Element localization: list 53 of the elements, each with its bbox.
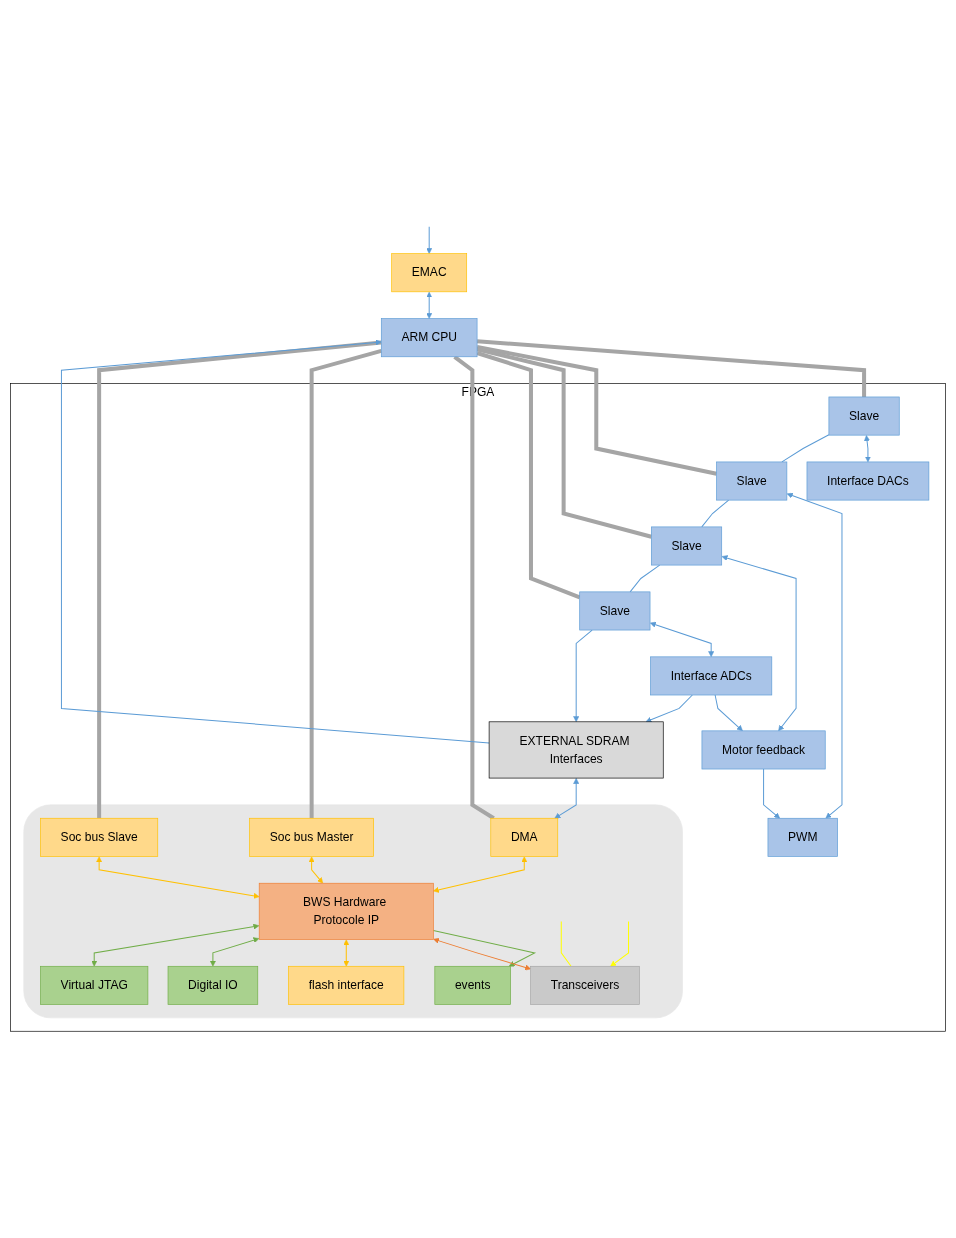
node-box: Motor feedback	[701, 730, 826, 770]
node-box: ARM CPU	[380, 318, 478, 358]
arrow	[650, 621, 715, 658]
node-box: Slave	[579, 591, 651, 631]
node-box: Slave	[828, 396, 900, 436]
node-box: Slave	[651, 526, 723, 566]
connector	[309, 349, 382, 819]
arrow	[433, 856, 528, 893]
cluster	[23, 804, 683, 1019]
arrow	[343, 939, 350, 967]
connector	[629, 564, 661, 593]
arrow	[573, 629, 593, 723]
node-box: BWS Hardware Protocole IP	[258, 882, 434, 940]
arrow	[432, 930, 536, 967]
connector	[560, 920, 572, 967]
node-box: Soc bus Slave	[40, 817, 159, 857]
node-box: Slave	[716, 461, 788, 501]
node-box: flash interface	[288, 965, 405, 1005]
arrow	[714, 694, 743, 732]
node-box: PWM	[767, 817, 838, 857]
connector	[453, 355, 495, 820]
node-box: DMA	[490, 817, 559, 857]
arrow	[721, 555, 797, 732]
node-box: Transceivers	[530, 965, 640, 1005]
arrow	[96, 856, 260, 899]
node-box: Soc bus Master	[249, 817, 374, 857]
connector	[476, 347, 652, 539]
connector	[781, 434, 830, 463]
arrow	[91, 923, 260, 967]
connector	[476, 351, 581, 600]
node-box: Interface ADCs	[650, 656, 773, 696]
node-box: Virtual JTAG	[40, 965, 149, 1005]
arrow	[554, 778, 580, 819]
connector	[701, 499, 730, 528]
arrow	[610, 920, 630, 967]
arrow	[763, 768, 780, 819]
arrow	[645, 694, 693, 723]
connector	[476, 339, 867, 397]
arrow	[433, 937, 531, 971]
arrow	[209, 937, 260, 967]
node-box: Digital IO	[167, 965, 259, 1005]
node-box: Interface DACs	[806, 461, 930, 501]
arrow	[426, 226, 433, 254]
arrow	[864, 435, 871, 463]
arrow	[786, 492, 843, 819]
arrow	[308, 856, 324, 884]
connector	[97, 340, 382, 819]
connector	[476, 345, 717, 476]
arrow	[426, 291, 433, 319]
node-box: EMAC	[391, 253, 468, 293]
node-box: events	[434, 965, 511, 1005]
arrow	[60, 339, 490, 744]
node-box: EXTERNAL SDRAM Interfaces	[488, 721, 664, 779]
